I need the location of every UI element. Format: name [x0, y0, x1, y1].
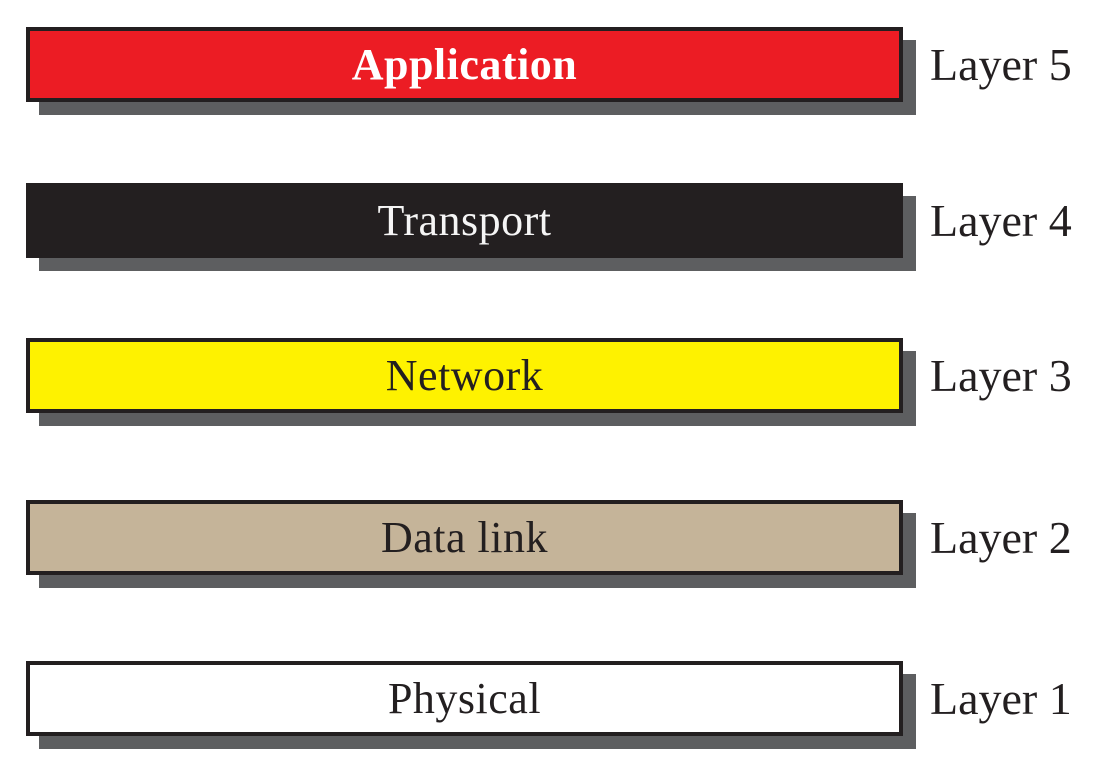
layer-name-label: Physical [387, 673, 542, 723]
layer-name-label: Data link [380, 512, 548, 562]
layer-number-label: Layer 2 [930, 511, 1072, 563]
application-layer-bar: Application [26, 27, 903, 102]
transport-layer-bar: Transport [26, 183, 903, 258]
layer-name-label: Network [385, 350, 544, 400]
layer-number-label: Layer 5 [930, 38, 1072, 90]
layer-row-data-link: Data link Layer 2 [0, 500, 1115, 575]
layer-name-label: Transport [377, 195, 552, 245]
layer-number-label: Layer 1 [930, 672, 1072, 724]
layer-row-transport: Transport Layer 4 [0, 183, 1115, 258]
layer-row-network: Network Layer 3 [0, 338, 1115, 413]
network-layer-bar: Network [26, 338, 903, 413]
layer-number-label: Layer 4 [930, 194, 1072, 246]
layer-row-application: Application Layer 5 [0, 27, 1115, 102]
physical-layer-bar: Physical [26, 661, 903, 736]
layer-number-label: Layer 3 [930, 349, 1072, 401]
layer-name-label: Application [351, 39, 578, 89]
data-link-layer-bar: Data link [26, 500, 903, 575]
layer-row-physical: Physical Layer 1 [0, 661, 1115, 736]
